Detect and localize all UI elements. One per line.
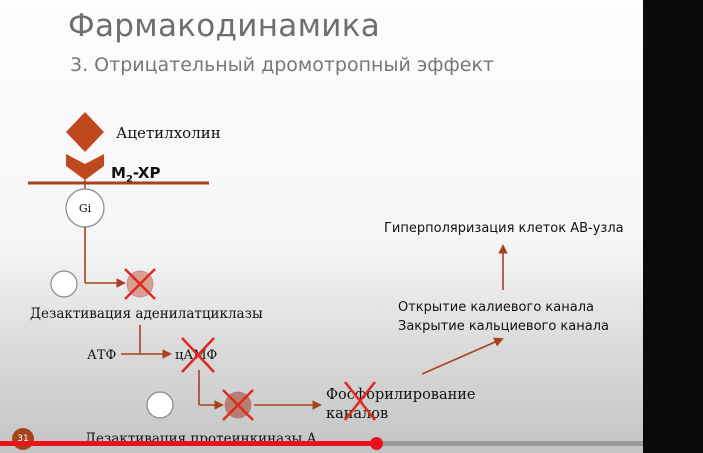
camp-cross-icon-b [181,337,215,373]
slide-subtitle: 3. Отрицательный дромотропный эффект [70,54,495,76]
atp-label: АТФ [87,348,117,363]
receptor-label-suffix: -XP [133,164,161,182]
ac-cross-icon-b [124,268,156,300]
video-side-strip [643,0,703,453]
pathway-diagram: Ацетилхолин M2-XP Gi Дезактивация аденил… [28,112,624,447]
slide [0,0,643,453]
phosphorylation-label-2: каналов [326,406,388,422]
receptor-chevron-icon [66,154,104,180]
pka-open-circle [146,391,174,419]
ac-open-circle [50,270,78,298]
deactivation-ac-label: Дезактивация аденилатциклазы [30,306,263,322]
gi-label: Gi [79,202,92,215]
slide-number-badge: 31 [12,428,34,450]
pka-cross-icon-b [222,389,254,421]
channels-label-1: Открытие калиевого канала [398,300,594,315]
hyperpolarization-label: Гиперполяризация клеток АВ-узла [384,221,624,236]
video-progress-bar[interactable] [0,437,643,450]
slide-title: Фармакодинамика [68,8,381,44]
ligand-label: Ацетилхолин [116,124,221,142]
phosphorylation-label-1: Фосфорилирование [326,387,476,403]
receptor-label-sub: 2 [126,174,133,185]
receptor-label-main: M [111,164,126,182]
acetylcholine-diamond-icon [66,112,104,152]
channels-label-2: Закрытие кальциевого канала [398,319,609,334]
video-progress-fill [0,441,377,446]
video-progress-knob[interactable] [370,437,384,450]
phospho-to-channels-arrow [421,337,504,375]
phospho-cross-icon-b [344,381,376,421]
receptor-label: M2-XP [111,164,160,185]
